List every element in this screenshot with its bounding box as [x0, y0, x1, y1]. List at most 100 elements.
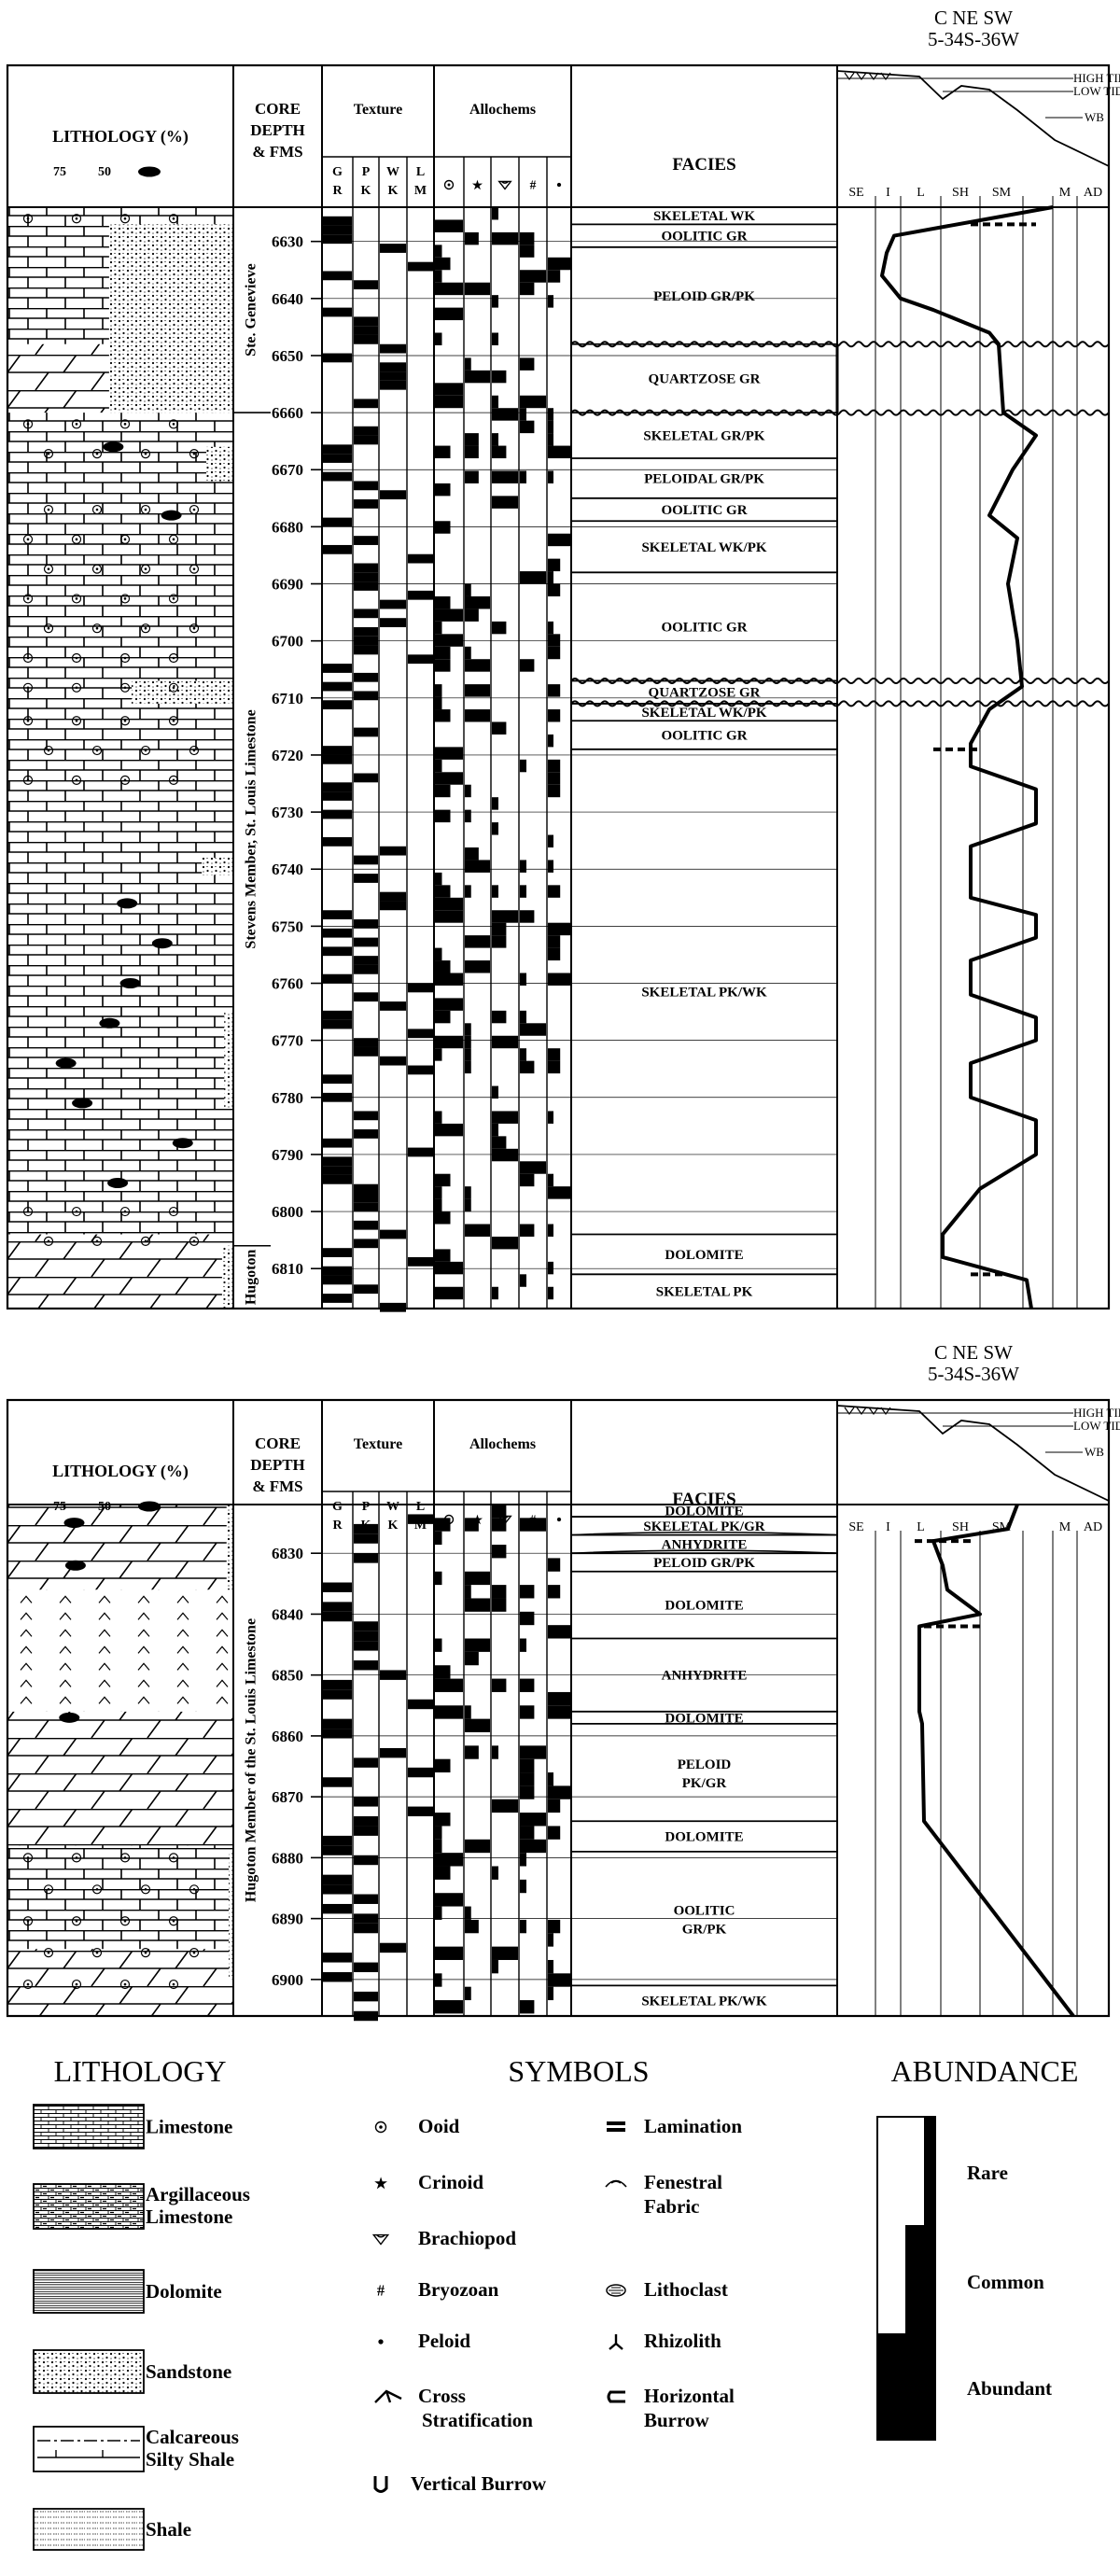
tide-mark [856, 1407, 867, 1416]
allochem-bar [520, 1813, 546, 1827]
allochem-bar [435, 1866, 451, 1880]
depth-label: 6730 [272, 804, 303, 821]
allochem-bar [520, 357, 535, 371]
ooid-mark [168, 1206, 179, 1217]
allochem-bar [465, 885, 471, 898]
allochem-bar [548, 772, 561, 785]
texture-bar [323, 234, 352, 245]
anhydrite-mark [176, 1679, 189, 1687]
texture-col-label: P [362, 1500, 371, 1514]
texture-bar [354, 937, 378, 947]
texture-bar [323, 836, 352, 847]
wave-base-label: WB [1085, 1445, 1104, 1459]
allochem-bar [548, 1224, 553, 1237]
ooid-mark [91, 1884, 103, 1895]
allochem-bar [435, 1211, 451, 1225]
texture-bar [354, 727, 378, 737]
legend-lithology-swatch [33, 2104, 145, 2149]
facies-label: SKELETAL GR/PK [643, 429, 765, 444]
depth-label: 6650 [272, 347, 303, 365]
abundance-label: Abundant [967, 2377, 1052, 2400]
allochem-bar [435, 1261, 463, 1275]
peloid-mark [172, 1138, 193, 1149]
ooid-mark [75, 719, 78, 722]
allochem-bar [435, 998, 463, 1011]
anhydrite-mark [20, 1645, 33, 1654]
curved-facies-boundary [570, 1531, 838, 1536]
legend-lithology-swatch [33, 2349, 145, 2394]
ooid-mark [172, 1919, 175, 1923]
texture-col-label: R [332, 1519, 343, 1533]
allochem-bar [465, 231, 479, 245]
ooid-mark [26, 1982, 30, 1986]
lamination-symbol [607, 2121, 625, 2125]
ooid-mark [26, 778, 30, 782]
allochem-bar [465, 1060, 471, 1074]
ooid-symbol [379, 2125, 383, 2129]
depth-label: 6830 [272, 1545, 303, 1562]
ooid-mark [144, 749, 147, 752]
ooid-mark [22, 716, 34, 726]
allochem-bar [492, 1148, 518, 1162]
texture-bar [354, 1183, 378, 1194]
texture-bar [323, 1845, 352, 1855]
facies-label: ANHYDRITE [662, 1669, 748, 1684]
facies-label: OOLITIC GR [661, 620, 747, 635]
allochem-bar [435, 659, 451, 672]
ooid-mark [189, 745, 200, 756]
anhydrite-mark [98, 1629, 111, 1637]
ooid-mark [95, 1888, 99, 1891]
allochem-bar [435, 1048, 442, 1061]
texture-col-label: G [332, 165, 343, 179]
depth-label: 6890 [272, 1911, 303, 1928]
ooid-mark [144, 508, 147, 511]
unconformity-line [570, 700, 1110, 707]
facies-header: FACIES [672, 155, 735, 175]
texture-bar [380, 1942, 406, 1953]
texture-bar [354, 1631, 378, 1642]
allochem-bar [435, 1893, 463, 1907]
texture-bar [408, 261, 433, 272]
ooid-mark [47, 567, 50, 570]
peloid-mark [59, 1712, 80, 1723]
ooid-mark [144, 1888, 147, 1891]
facies-label: PELOIDAL GR/PK [644, 471, 764, 486]
texture-bar [354, 1991, 378, 2002]
texture-bar [323, 1884, 352, 1895]
anhydrite-mark [216, 1629, 229, 1637]
legend-symbol-label: Rhizolith [644, 2330, 721, 2352]
core-depth-header: & FMS [252, 1477, 302, 1495]
ooid-mark [140, 745, 151, 756]
allochem-bar [465, 935, 490, 948]
anhydrite-mark [20, 1612, 33, 1620]
texture-bar [323, 1874, 352, 1885]
allochem-bar [435, 1813, 451, 1827]
ooid-mark [192, 452, 196, 455]
texture-bar [354, 1523, 378, 1534]
texture-bar [323, 1294, 352, 1303]
allochem-bar [492, 1085, 498, 1099]
texture-bar [354, 481, 378, 491]
texture-bar [323, 1602, 352, 1612]
ooid-mark [22, 419, 34, 429]
ooid-mark [91, 504, 103, 515]
depth-label: 6740 [272, 861, 303, 878]
allochem-bar [465, 1705, 471, 1719]
lithology-tick: 50 [98, 165, 111, 179]
ooid-mark [172, 423, 175, 426]
facies-label: DOLOMITE [665, 1248, 743, 1263]
ooid-mark [140, 1948, 151, 1958]
allochem-bar [465, 784, 471, 798]
allochem-bar [435, 219, 463, 232]
allochem-bar [520, 408, 526, 421]
allochem-bar [492, 295, 498, 308]
legend-symbols-title: SYMBOLS [508, 2054, 649, 2088]
allochem-bar [520, 659, 535, 672]
allochem-bar [492, 1035, 518, 1049]
allochem-bar [435, 483, 451, 497]
allochem-bar [435, 621, 442, 635]
texture-bar [408, 1699, 433, 1710]
ooid-mark [123, 686, 127, 690]
